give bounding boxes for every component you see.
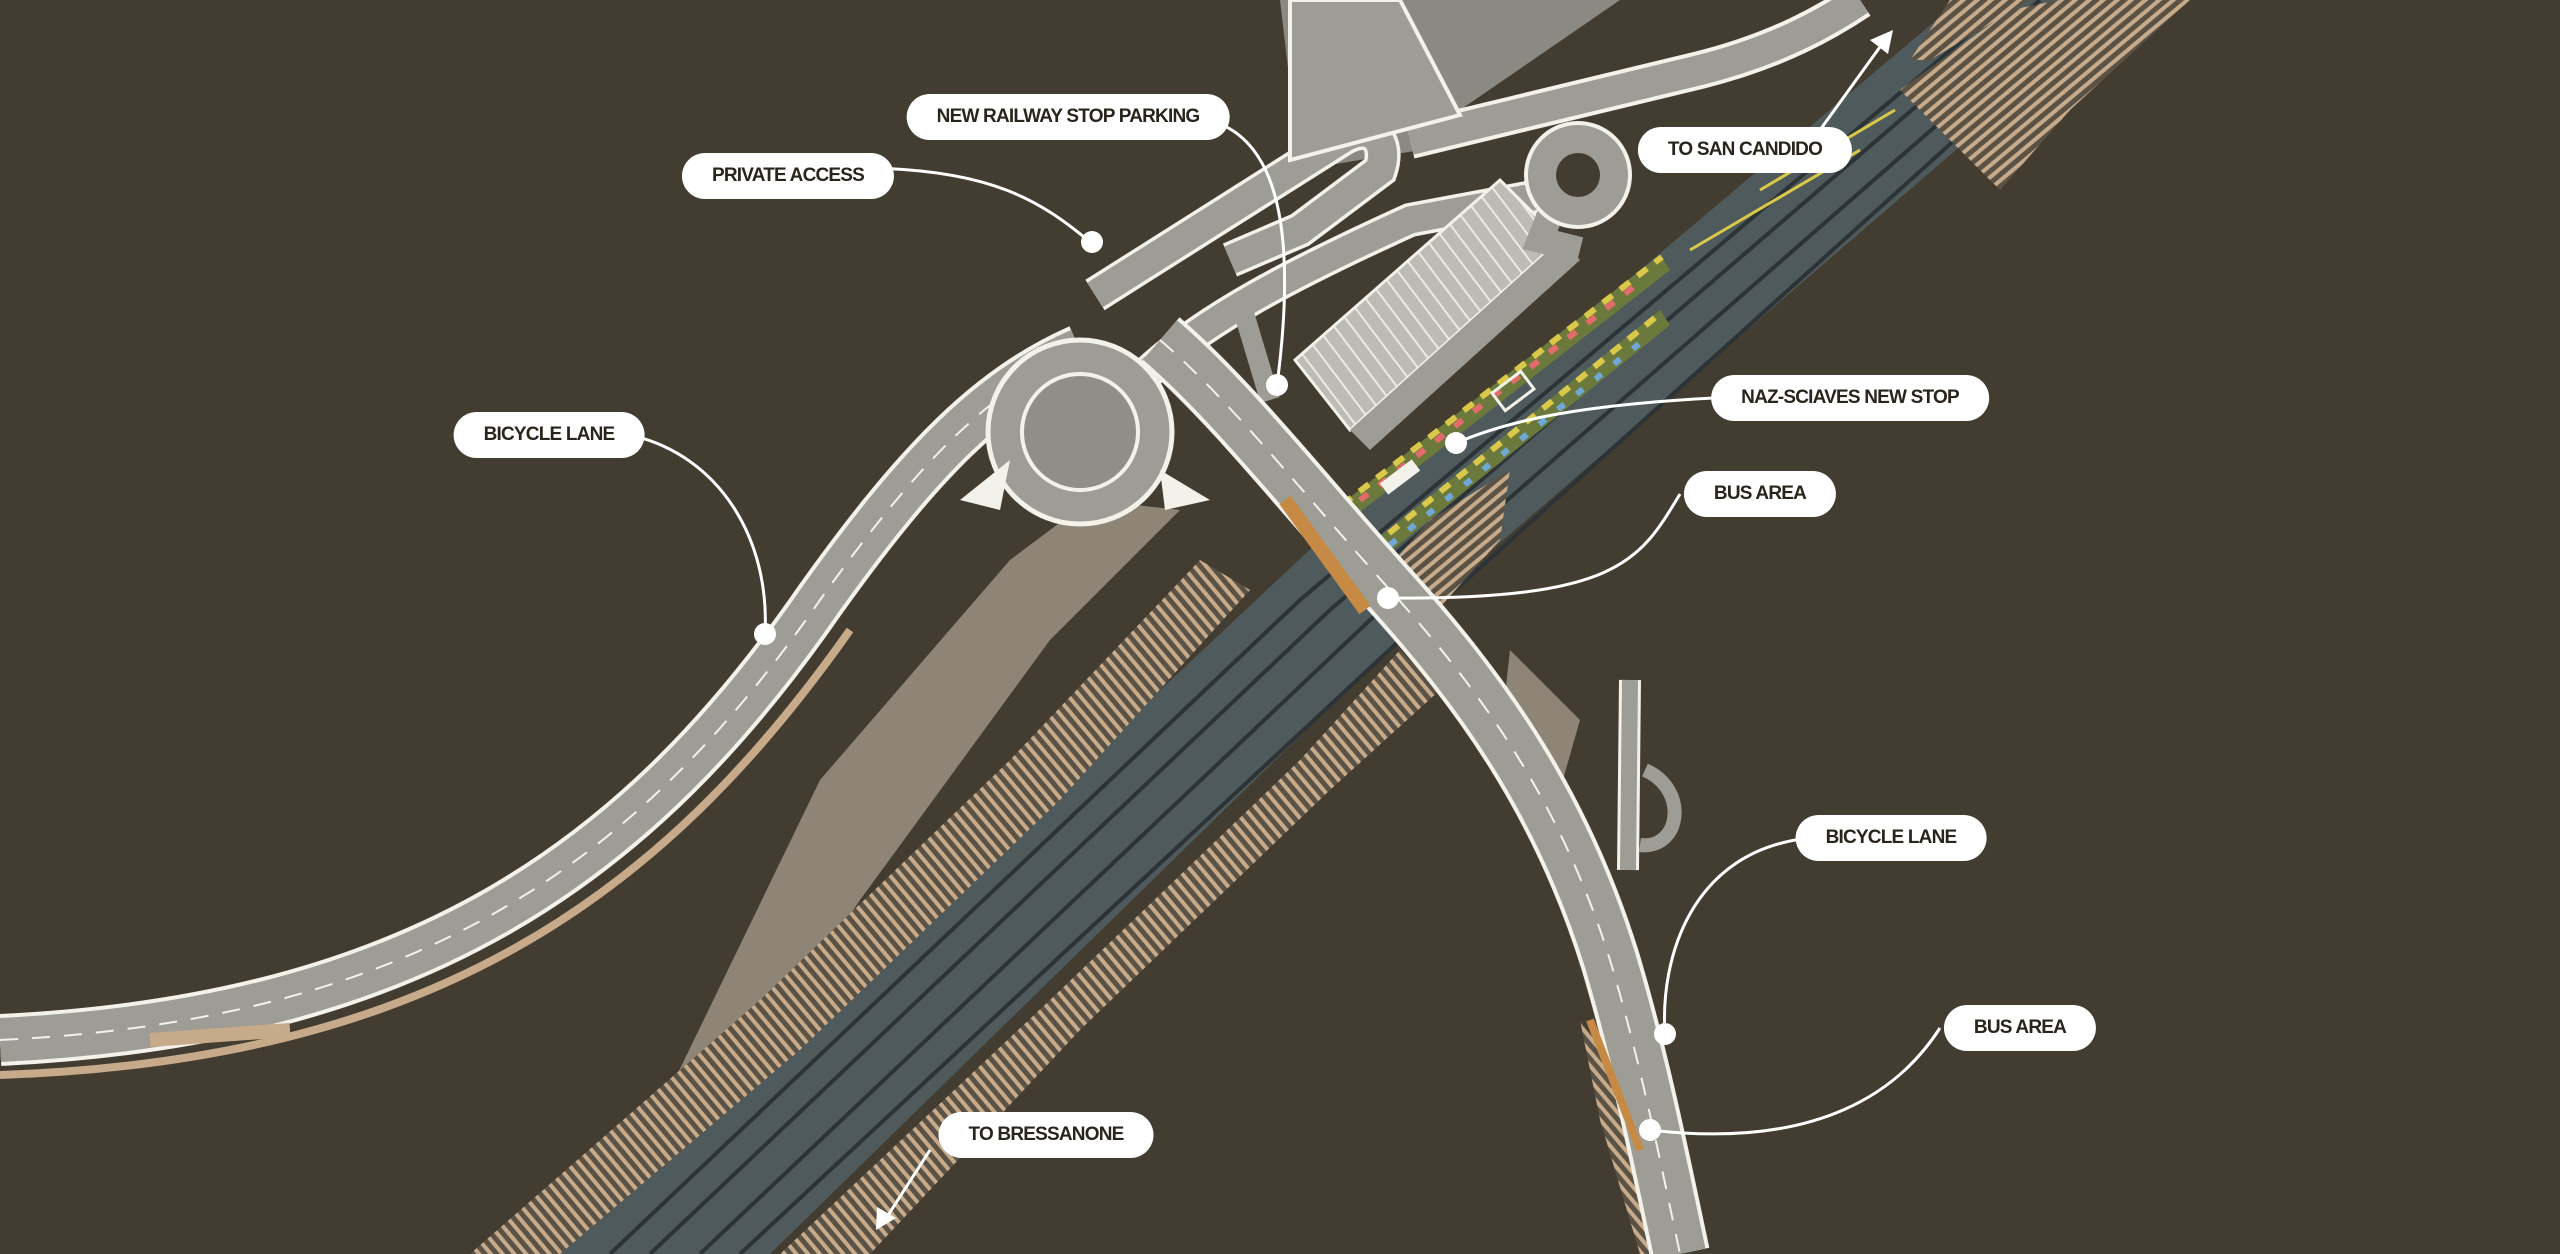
- overpass-road: [1140, 317, 1710, 1254]
- callout-dot-icon: [754, 231, 1676, 1141]
- label-bus-area-north: BUS AREA: [1683, 471, 1837, 517]
- station-platforms: [1340, 254, 1670, 560]
- slope-area-west: [660, 500, 1180, 1110]
- label-bicycle-lane-east: BICYCLE LANE: [1795, 815, 1987, 861]
- direction-arrow-icon: [876, 30, 1893, 1230]
- callout-lines: [629, 116, 1942, 1136]
- label-to-san-candido: TO SAN CANDIDO: [1637, 127, 1853, 173]
- label-bicycle-lane-west: BICYCLE LANE: [453, 412, 645, 458]
- roundabout: [960, 337, 1210, 527]
- access-roads-north: [1085, 0, 1871, 403]
- label-bus-area-south: BUS AREA: [1943, 1005, 2097, 1051]
- label-naz-sciaves-new-stop: NAZ-SCIAVES NEW STOP: [1711, 375, 1989, 421]
- parking-lot: [1292, 121, 1632, 450]
- label-new-railway-stop-parking: NEW RAILWAY STOP PARKING: [906, 94, 1230, 140]
- main-road-west: [0, 326, 1091, 1079]
- label-to-bressanone: TO BRESSANONE: [938, 1112, 1154, 1158]
- label-private-access: PRIVATE ACCESS: [681, 153, 895, 199]
